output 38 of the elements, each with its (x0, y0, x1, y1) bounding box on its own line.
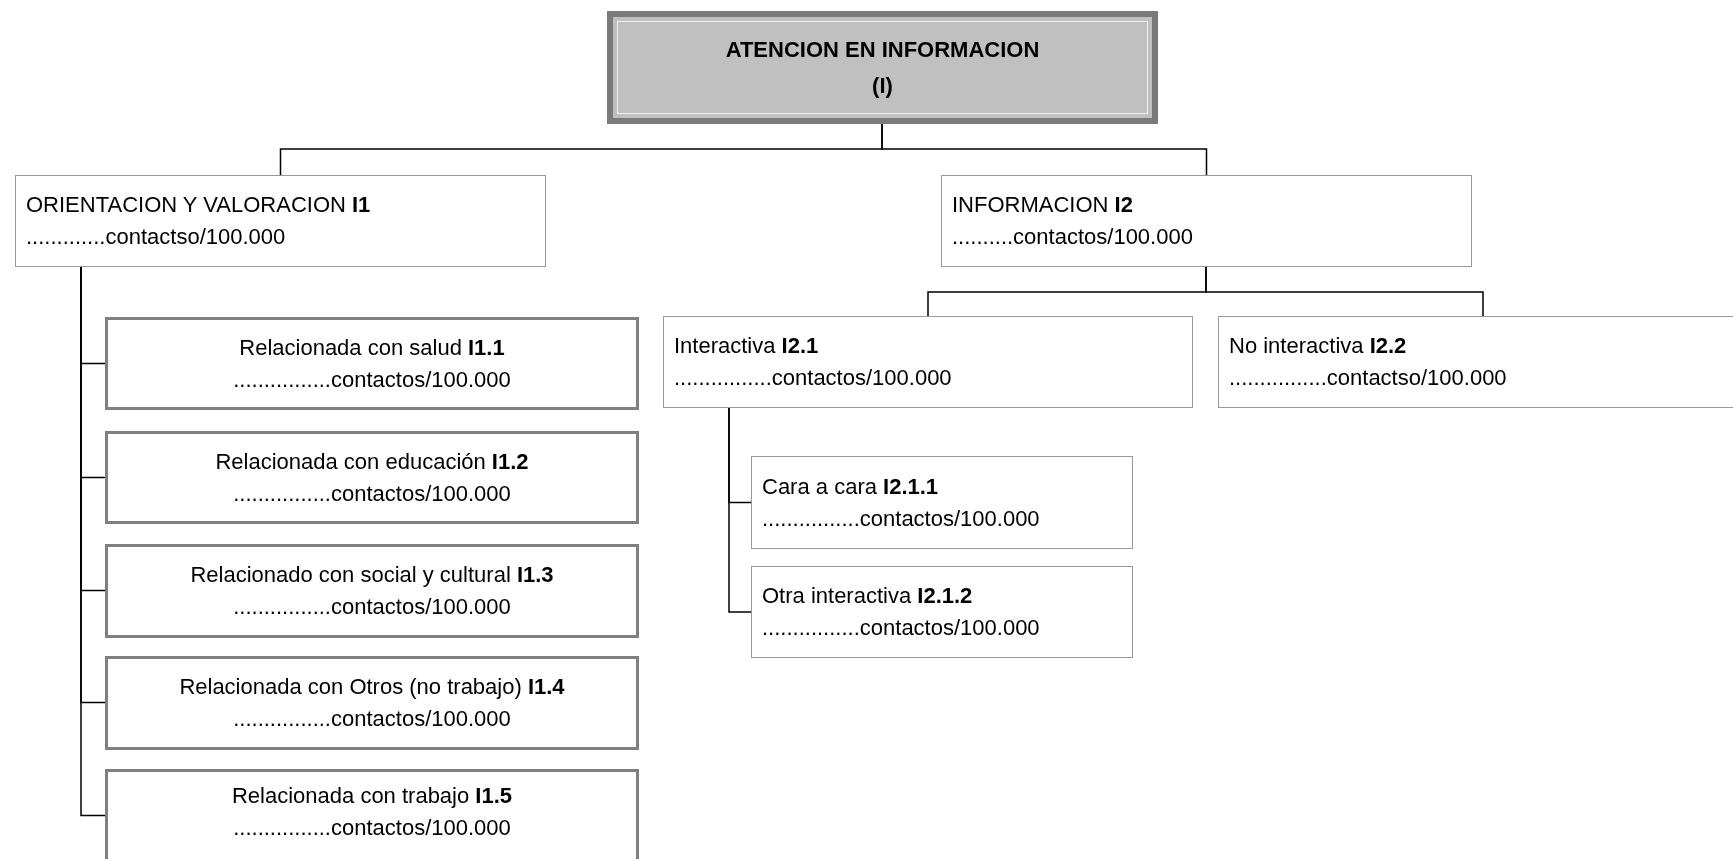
contact-rate-text: ................contactos/100.000 (674, 364, 953, 392)
contact-rate-text: ..........contactos/100.000 (952, 223, 1194, 251)
contact-rate-text: ................contactos/100.000 (233, 593, 511, 621)
box-heading: Relacionada con trabajo I1.5 (231, 782, 513, 810)
box-heading: ORIENTACION Y VALORACION I1 (26, 191, 372, 219)
box-heading: Relacionado con social y cultural I1.3 (190, 561, 554, 589)
contact-rate-text: ................contactso/100.000 (1229, 364, 1508, 392)
connector-line (728, 407, 752, 613)
box-heading: Relacionada con salud I1.1 (239, 333, 505, 362)
category-box (941, 175, 1472, 267)
box-heading: No interactiva I2.2 (1229, 332, 1408, 360)
category-box (105, 769, 639, 859)
category-box (105, 544, 639, 638)
box-heading: Relacionada con Otros (no trabajo) I1.4 (179, 673, 565, 701)
contact-rate-text: ................contactos/100.000 (762, 614, 1041, 642)
category-box (1218, 316, 1733, 408)
contact-rate-text: ................contactos/100.000 (233, 814, 511, 842)
box-heading: ATENCION EN INFORMACION (I) (724, 35, 1041, 100)
contact-rate-text: ................contactos/100.000 (762, 504, 1041, 533)
category-box (751, 566, 1133, 658)
box-heading: Cara a cara I2.1.1 (762, 472, 940, 501)
box-heading: Otra interactiva I2.1.2 (762, 582, 974, 610)
category-box (663, 316, 1193, 408)
contact-rate-text: ................contactos/100.000 (233, 705, 511, 733)
category-box (751, 456, 1133, 549)
category-box (15, 175, 546, 267)
connector-line (881, 123, 1208, 176)
contact-rate-text: ................contactos/100.000 (233, 479, 511, 508)
contact-rate-text: .............contactso/100.000 (26, 223, 287, 251)
title-box (607, 11, 1158, 124)
box-heading: Interactiva I2.1 (674, 332, 820, 360)
category-box (105, 317, 639, 410)
box-heading: Relacionada con educación I1.2 (215, 447, 529, 476)
contact-rate-text: ................contactos/100.000 (233, 365, 511, 394)
category-box (105, 656, 639, 750)
connector-line (1205, 266, 1484, 317)
category-box (105, 431, 639, 524)
box-heading: INFORMACION I2 (952, 191, 1134, 219)
